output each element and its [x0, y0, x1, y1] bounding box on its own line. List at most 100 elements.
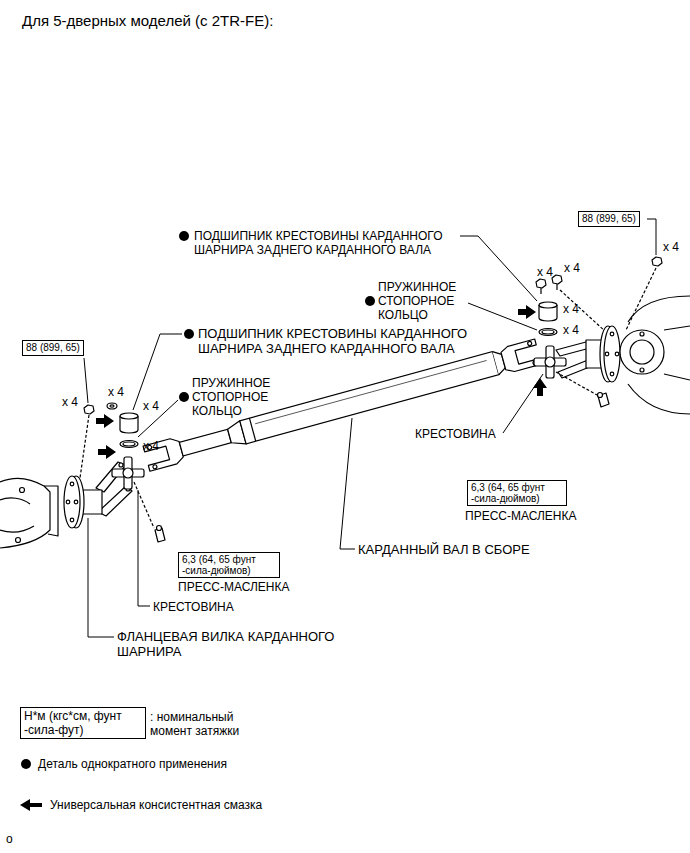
- one-time-bullet: [179, 392, 189, 402]
- legend-sample: [20, 799, 42, 811]
- leader-line: [84, 358, 88, 403]
- torque-value: 88 (899, 65): [26, 342, 80, 354]
- grease-nipple: [556, 372, 597, 395]
- right-housing: [620, 330, 664, 374]
- quantity: x 4: [143, 439, 159, 453]
- propeller-shaft: [143, 437, 185, 472]
- part-name: ФЛАНЦЕВАЯ ВИЛКА КАРДАННОГО ШАРНИРА: [117, 629, 367, 659]
- flange-yoke: [119, 463, 123, 467]
- leader-line: [468, 303, 537, 330]
- torque-value: 6,3 (64, 65 фунт -сила-дюймов): [182, 554, 276, 576]
- flange-yoke: [604, 326, 620, 382]
- snap-ring: [542, 330, 554, 334]
- right-housing: [628, 296, 690, 322]
- left-housing: [44, 486, 58, 536]
- grease-arrow: [518, 305, 536, 319]
- torque-box: 88 (899, 65): [22, 340, 84, 356]
- flange-yoke: [610, 372, 614, 376]
- spider: [112, 457, 144, 489]
- flange-yoke: [70, 518, 74, 522]
- quantity: x 4: [563, 302, 579, 316]
- nut: [110, 405, 114, 407]
- spider: [124, 457, 132, 489]
- quantity: x 4: [537, 265, 553, 279]
- left-housing: [0, 479, 58, 548]
- quantity: x 4: [108, 385, 124, 399]
- part-name: ПРУЖИННОЕ СТОПОРНОЕ КОЛЬЦО: [378, 280, 466, 322]
- propeller-shaft: [527, 341, 532, 346]
- nut: [84, 403, 117, 414]
- nut: [626, 257, 662, 330]
- bearing-cap: [539, 302, 557, 308]
- nut: [626, 268, 656, 330]
- legend-sample: [21, 759, 31, 769]
- part-name: ПОДШИПНИК КРЕСТОВИНЫ КАРДАННОГО ШАРНИРА …: [194, 229, 456, 257]
- part-name: КАРДАННЫЙ ВАЛ В СБОРЕ: [358, 542, 530, 557]
- grease-arrow: [533, 378, 547, 396]
- snap-ring: [123, 442, 135, 446]
- propeller-shaft: [143, 339, 541, 471]
- leader-line: [460, 236, 537, 301]
- leader-line: [138, 490, 150, 606]
- flange-yoke: [610, 332, 614, 336]
- leader-line: [503, 374, 543, 433]
- bolt: [556, 284, 557, 290]
- flange-yoke: [64, 476, 80, 528]
- part-name: ПРЕСС-МАСЛЕНКА: [178, 580, 290, 594]
- torque-box: 6,3 (64, 65 фунт -сила-дюймов): [178, 552, 280, 578]
- grease-nipple: [598, 393, 609, 407]
- spider: [112, 469, 144, 477]
- right-housing: [640, 332, 644, 336]
- grease-nipple: [134, 482, 154, 528]
- part-name: ПРУЖИННОЕ СТОПОРНОЕ КОЛЬЦО: [192, 376, 282, 418]
- quantity: x 4: [62, 395, 78, 409]
- flange-yoke: [70, 482, 74, 486]
- quantity: x 4: [143, 399, 159, 413]
- bolt: [552, 275, 562, 284]
- legend-text: Универсальная консистентная смазка: [50, 798, 262, 812]
- grease-nipple: [134, 482, 165, 542]
- bolt: [540, 288, 541, 294]
- illustration: [0, 257, 690, 548]
- flange-yoke: [66, 500, 70, 504]
- legend-text: Деталь однократного применения: [38, 757, 227, 771]
- leader-line: [647, 219, 656, 255]
- flange-yoke: [98, 486, 132, 516]
- legend-text: : номинальный момент затяжки: [150, 710, 262, 738]
- right-housing: [620, 296, 690, 414]
- propeller-shaft: [249, 418, 255, 441]
- assembly-line: [80, 415, 89, 478]
- part-name: КРЕСТОВИНА: [415, 427, 496, 441]
- quantity: x 4: [663, 240, 679, 254]
- left-housing: [0, 526, 34, 532]
- grease-arrow: [98, 445, 116, 459]
- grease-nipple: [598, 393, 603, 398]
- part-name: ПОДШИПНИК КРЕСТОВИНЫ КАРДАННОГО ШАРНИРА …: [198, 326, 498, 356]
- page-mark: o: [6, 832, 13, 846]
- propeller-shaft: [500, 339, 542, 374]
- grease-arrow: [96, 305, 547, 459]
- leader-line: [133, 334, 182, 410]
- torque-box: 88 (899, 65): [578, 211, 640, 227]
- flange-yoke: [74, 500, 78, 504]
- torque-box: 6,3 (64, 65 фунт -сила-дюймов): [467, 480, 567, 506]
- quantity: x 4: [563, 323, 579, 337]
- one-time-bullet: [365, 296, 375, 306]
- torque-value: Н*м (кгс*см, фунт -сила-фут): [24, 709, 142, 737]
- part-name: КРЕСТОВИНА: [153, 600, 234, 614]
- left-housing: [0, 479, 50, 548]
- snap-ring: [539, 329, 557, 336]
- spider: [545, 357, 555, 367]
- flange-yoke: [556, 342, 590, 356]
- bearing-cap: [120, 413, 138, 419]
- leader-line: [84, 219, 656, 637]
- nut: [107, 403, 117, 409]
- snap-ring: [120, 441, 138, 448]
- snap-ring: [120, 441, 138, 448]
- flange-yoke: [615, 352, 619, 356]
- grease-nipple: [157, 526, 162, 531]
- propeller-shaft: [255, 360, 486, 423]
- spider: [534, 346, 566, 378]
- spider: [123, 468, 133, 478]
